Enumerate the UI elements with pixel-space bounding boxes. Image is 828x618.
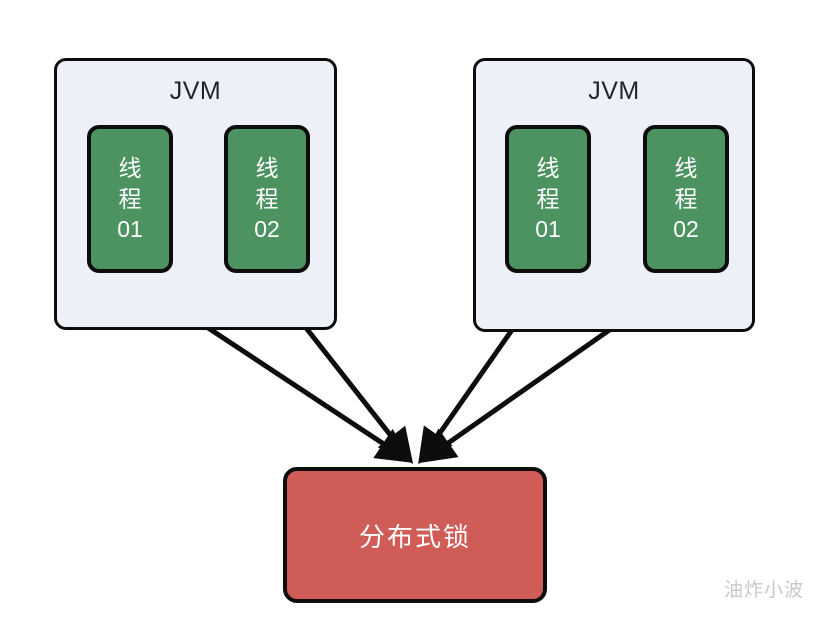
watermark-text: 油炸小波 [723,580,804,601]
thread-label-line1-jvm2-01: 线 [536,155,560,182]
jvm-label-1: JVM [169,77,222,105]
thread-label-line2-jvm1-01: 程 [118,185,142,212]
thread-box-jvm2-02: 线 程 02 [643,125,729,273]
thread-label-line1-jvm1-01: 线 [118,155,142,182]
thread-label-line1-jvm1-02: 线 [255,155,279,182]
thread-box-jvm1-02: 线 程 02 [224,125,310,273]
jvm-container-1: JVM 线 程 01 线 程 02 [54,58,337,330]
thread-label-line1-jvm2-02: 线 [674,155,698,182]
thread-box-jvm1-01: 线 程 01 [87,125,173,273]
thread-label-line2-jvm1-02: 程 [255,185,279,212]
thread-id-jvm1-02: 02 [254,216,280,243]
thread-id-jvm2-02: 02 [673,216,699,243]
distributed-lock-box: 分布式锁 [283,467,547,603]
jvm-label-2: JVM [588,77,640,105]
thread-box-jvm2-01: 线 程 01 [505,125,591,273]
thread-label-line2-jvm2-02: 程 [674,185,698,212]
thread-id-jvm2-01: 01 [535,216,561,243]
jvm-container-2: JVM 线 程 01 线 程 02 [473,58,755,332]
thread-label-line2-jvm2-01: 程 [536,185,560,212]
thread-id-jvm1-01: 01 [117,216,143,243]
distributed-lock-label: 分布式锁 [358,521,471,552]
